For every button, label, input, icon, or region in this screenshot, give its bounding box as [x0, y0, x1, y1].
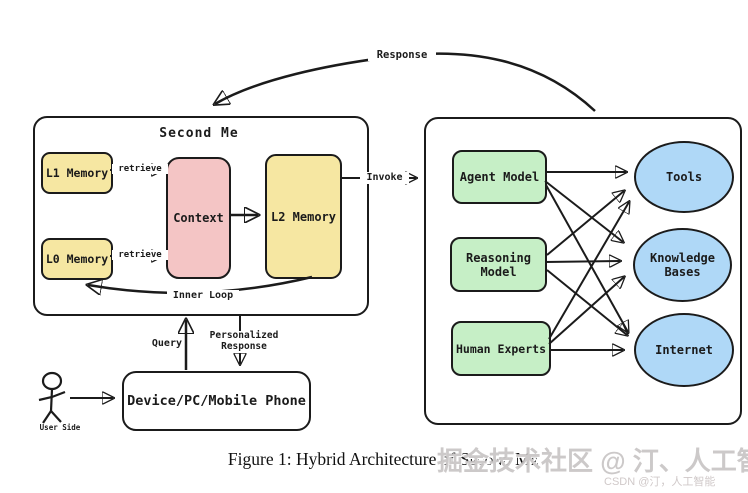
- retrieve-label-bottom: retrieve: [112, 250, 168, 261]
- personalized-response-label: Personalized Response: [200, 330, 288, 353]
- user-stick-figure: [38, 371, 66, 424]
- caption-second-me: Second Me: [459, 449, 539, 469]
- reasoning-model-node: Reasoning Model: [450, 237, 547, 292]
- l0-memory-node: L0 Memory: [41, 238, 113, 280]
- tools-node: Tools: [634, 141, 734, 213]
- response-label: Response: [368, 49, 436, 62]
- reasoning-model-label: Reasoning Model: [465, 250, 532, 279]
- stick-figure-legs: [42, 410, 62, 424]
- retrieve-label-top: retrieve: [112, 164, 168, 175]
- knowledge-bases-label: Knowledge Bases: [649, 251, 716, 279]
- human-experts-label: Human Experts: [455, 341, 546, 356]
- knowledge-bases-node: Knowledge Bases: [633, 228, 732, 302]
- internet-node: Internet: [634, 313, 734, 387]
- l1-memory-node: L1 Memory: [41, 152, 113, 194]
- tools-label: Tools: [665, 170, 703, 184]
- device-node: Device/PC/Mobile Phone: [122, 371, 311, 431]
- inner-loop-label: Inner Loop: [167, 290, 239, 302]
- stick-figure-arms: [38, 390, 66, 402]
- figure-caption: Figure 1: Hybrid Architecture of Second …: [0, 449, 748, 470]
- watermark-csdn: CSDN @汀，人工智能: [604, 476, 716, 488]
- l2-memory-node: L2 Memory: [265, 154, 342, 279]
- l0-memory-label: L0 Memory: [45, 252, 109, 266]
- agent-model-node: Agent Model: [452, 150, 547, 204]
- user-side-label: User Side: [39, 423, 81, 432]
- context-label: Context: [173, 211, 224, 225]
- stick-figure-body: [49, 388, 54, 412]
- l2-memory-label: L2 Memory: [270, 209, 337, 224]
- agent-model-label: Agent Model: [459, 170, 540, 184]
- arrow-response: [215, 52, 596, 112]
- invoke-label: Invoke: [360, 172, 409, 184]
- stick-figure-head: [41, 371, 63, 391]
- second-me-title: Second Me: [159, 126, 239, 141]
- watermark-juejin: 掘金技术社区 @ 汀、人工智能: [437, 446, 748, 476]
- human-experts-node: Human Experts: [451, 321, 551, 376]
- device-label: Device/PC/Mobile Phone: [127, 393, 306, 409]
- context-node: Context: [166, 157, 231, 279]
- caption-prefix: Figure 1: Hybrid Architecture of: [227, 449, 460, 469]
- internet-label: Internet: [655, 343, 713, 357]
- l1-memory-label: L1 Memory: [45, 166, 109, 180]
- query-label: Query: [151, 338, 182, 349]
